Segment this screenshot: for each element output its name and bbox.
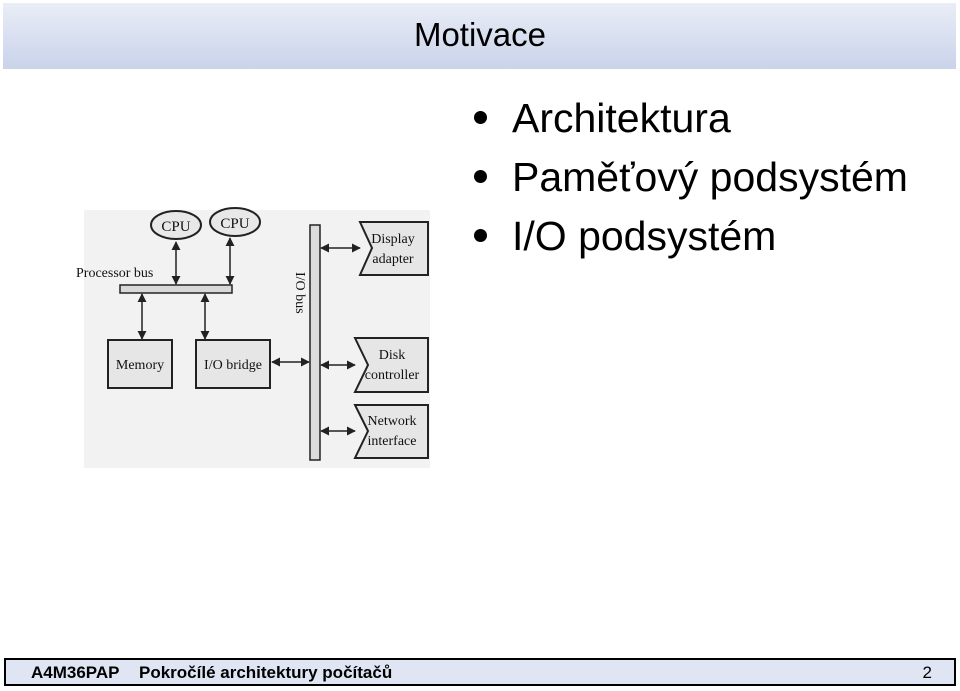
bullet-dot-icon <box>474 111 487 124</box>
network-interface-label-1: Network <box>368 414 417 429</box>
bullet-item: Architektura <box>470 92 950 144</box>
footer-bar: A4M36PAP Pokročílé architektury počítačů… <box>4 658 956 686</box>
course-code: A4M36PAP <box>31 663 120 682</box>
disk-controller-box <box>353 337 429 393</box>
io-bus-label: I/O bus <box>292 272 307 314</box>
processor-bus <box>119 284 233 294</box>
bullet-item: Paměťový podsystém <box>470 151 950 203</box>
slide-title: Motivace <box>413 16 547 53</box>
bullet-dot-icon <box>474 170 487 183</box>
processor-bus-label: Processor bus <box>76 266 153 281</box>
bullet-list: Architektura Paměťový podsystém I/O pods… <box>470 92 950 269</box>
io-bridge-box <box>195 339 271 389</box>
cpu-1 <box>150 210 202 240</box>
bullet-item: I/O podsystém <box>470 210 950 262</box>
cpu-2-label: CPU <box>220 216 249 232</box>
bullet-text: Paměťový podsystém <box>512 154 908 200</box>
display-adapter-label-1: Display <box>371 232 415 247</box>
display-adapter-box <box>358 221 429 276</box>
disk-controller-label-2: controller <box>365 368 420 383</box>
cpu-1-label: CPU <box>161 219 190 235</box>
io-bridge-label: I/O bridge <box>204 358 262 373</box>
page-number: 2 <box>922 663 932 682</box>
bullet-text: I/O podsystém <box>512 213 777 259</box>
display-adapter-label-2: adapter <box>372 252 414 267</box>
title-bar <box>3 3 956 69</box>
cpu-2 <box>209 207 261 237</box>
course-name: Pokročílé architektury počítačů <box>139 663 393 682</box>
io-bus <box>309 224 321 461</box>
bullet-text: Architektura <box>512 95 731 141</box>
memory-box <box>107 339 173 389</box>
network-interface-box <box>353 404 429 459</box>
network-interface-label-2: interface <box>368 434 417 449</box>
memory-label: Memory <box>116 358 164 373</box>
disk-controller-label-1: Disk <box>379 348 405 363</box>
system-architecture-diagram: CPU CPU Processor bus Memory I/O bridge … <box>76 207 430 468</box>
bullet-dot-icon <box>474 229 487 242</box>
